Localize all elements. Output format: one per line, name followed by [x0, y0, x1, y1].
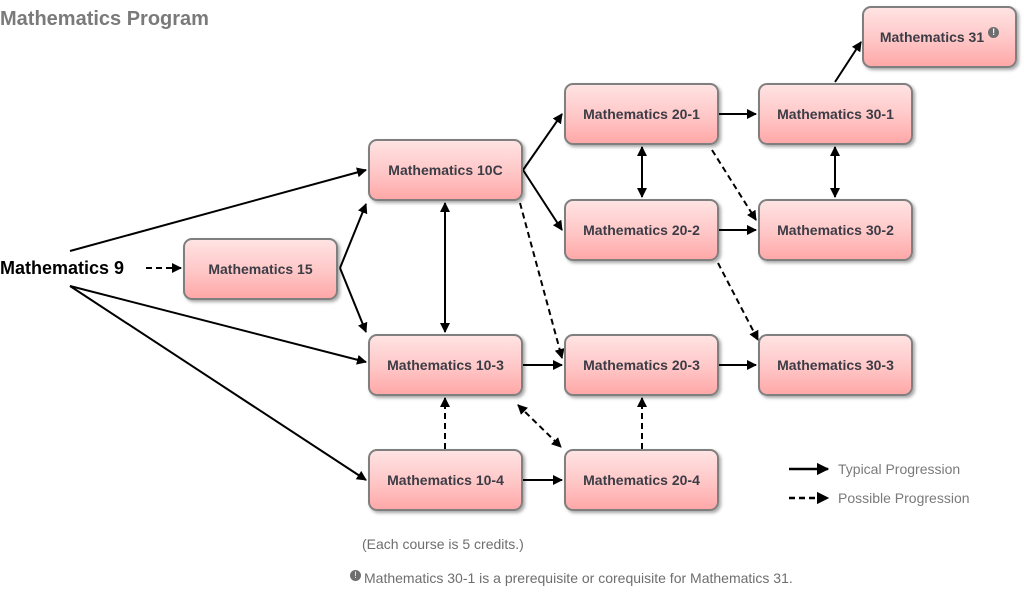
- course-label: Mathematics 31: [879, 29, 985, 45]
- edge-m9-to-m103-typical: [69, 285, 367, 365]
- edge-m103-to-m204-possible: [517, 404, 562, 448]
- course-mathematics-20-2[interactable]: Mathematics 20-2: [564, 199, 719, 261]
- course-label: Mathematics 20-1: [583, 106, 700, 122]
- edge-m202-to-m303-possible: [717, 262, 759, 341]
- course-label: Mathematics 20-3: [583, 357, 700, 373]
- info-icon: !: [350, 570, 361, 581]
- course-label: Mathematics 30-3: [777, 357, 894, 373]
- edge-m301-to-m31-typical: [834, 41, 862, 83]
- edge-m15-to-m103-typical: [339, 267, 368, 333]
- course-mathematics-9: Mathematics 9: [0, 258, 125, 278]
- course-label: Mathematics 10-3: [387, 357, 504, 373]
- credits-note: (Each course is 5 credits.): [362, 536, 524, 552]
- course-mathematics-20-4[interactable]: Mathematics 20-4: [564, 449, 719, 511]
- course-mathematics-30-3[interactable]: Mathematics 30-3: [758, 334, 913, 396]
- edge-m9-to-m104-typical: [69, 285, 367, 481]
- course-mathematics-30-2[interactable]: Mathematics 30-2: [758, 199, 913, 261]
- edge-m201-to-m302-possible: [711, 149, 757, 221]
- course-mathematics-15[interactable]: Mathematics 15: [183, 238, 338, 300]
- legend-possible-label: Possible Progression: [838, 490, 970, 506]
- course-mathematics-20-3[interactable]: Mathematics 20-3: [564, 334, 719, 396]
- course-label: Mathematics 30-2: [777, 222, 894, 238]
- course-mathematics-10c[interactable]: Mathematics 10C: [368, 139, 523, 201]
- course-label: Mathematics 10C: [388, 162, 503, 178]
- course-label: Mathematics 15: [208, 261, 313, 277]
- edge-m9-to-m10c-typical: [69, 167, 367, 252]
- course-mathematics-30-1[interactable]: Mathematics 30-1: [758, 83, 913, 145]
- course-label: Mathematics 10-4: [387, 472, 504, 488]
- page-title: Mathematics Program: [0, 8, 209, 30]
- footnote: !Mathematics 30-1 is a prerequisite or c…: [350, 570, 793, 586]
- edge-m10c-to-m202-typical: [522, 169, 563, 231]
- course-label: Mathematics 30-1: [777, 106, 894, 122]
- course-mathematics-31[interactable]: Mathematics 31!: [862, 6, 1017, 68]
- legend-typical-label: Typical Progression: [838, 461, 961, 477]
- course-label: Mathematics 20-2: [583, 222, 700, 238]
- edge-m15-to-m10c-typical: [339, 203, 368, 269]
- info-icon: !: [988, 26, 1000, 38]
- footnote-text: Mathematics 30-1 is a prerequisite or co…: [364, 570, 793, 586]
- edge-m10c-to-m203-possible: [519, 202, 565, 359]
- course-label: Mathematics 20-4: [583, 472, 700, 488]
- edge-m10c-to-m201-typical: [522, 113, 563, 171]
- course-mathematics-10-4[interactable]: Mathematics 10-4: [368, 449, 523, 511]
- course-mathematics-10-3[interactable]: Mathematics 10-3: [368, 334, 523, 396]
- course-mathematics-20-1[interactable]: Mathematics 20-1: [564, 83, 719, 145]
